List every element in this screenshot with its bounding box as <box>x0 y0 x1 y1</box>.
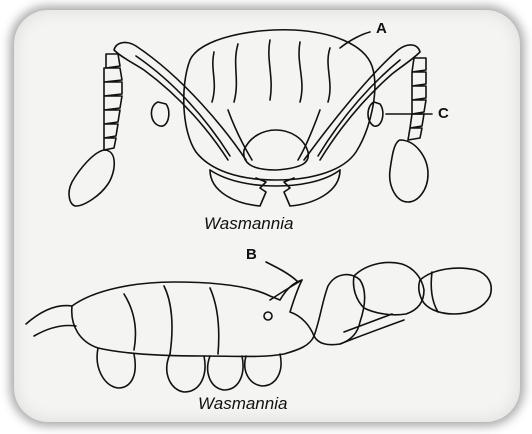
left-funiculus <box>104 54 122 150</box>
right-club <box>390 140 428 202</box>
mesosoma-sutures <box>124 286 219 354</box>
head-base <box>210 170 340 186</box>
left-scape <box>114 43 246 160</box>
hind-coxa <box>245 354 281 386</box>
petiole <box>314 275 365 345</box>
spiracle <box>264 312 272 320</box>
clypeus <box>244 130 309 170</box>
left-eye <box>151 102 168 126</box>
right-eye <box>368 102 383 126</box>
callout-label-c: C <box>438 105 449 122</box>
right-funiculus <box>408 58 426 140</box>
callout-label-b: B <box>246 246 257 263</box>
petiole-connectors <box>340 314 404 344</box>
mid-coxa-2 <box>208 356 243 390</box>
gaster-segment <box>431 272 438 312</box>
neck <box>26 306 76 336</box>
mesosoma <box>72 280 314 357</box>
mandibles <box>210 170 340 206</box>
fore-coxa <box>97 348 135 388</box>
ant-head-front-view <box>184 30 375 206</box>
side-view-caption: Wasmannia <box>198 394 287 414</box>
top-view-caption: Wasmannia <box>204 214 293 234</box>
illustration-panel: A C B Wasmannia Wasmannia <box>14 10 520 422</box>
head-rugae <box>212 40 330 102</box>
mid-coxa <box>167 354 205 392</box>
left-antenna <box>69 43 246 206</box>
callout-label-a: A <box>376 20 387 37</box>
callout-line-b <box>266 262 298 282</box>
ant-side-view <box>26 263 491 393</box>
left-club <box>69 150 114 206</box>
gaster <box>419 268 492 314</box>
